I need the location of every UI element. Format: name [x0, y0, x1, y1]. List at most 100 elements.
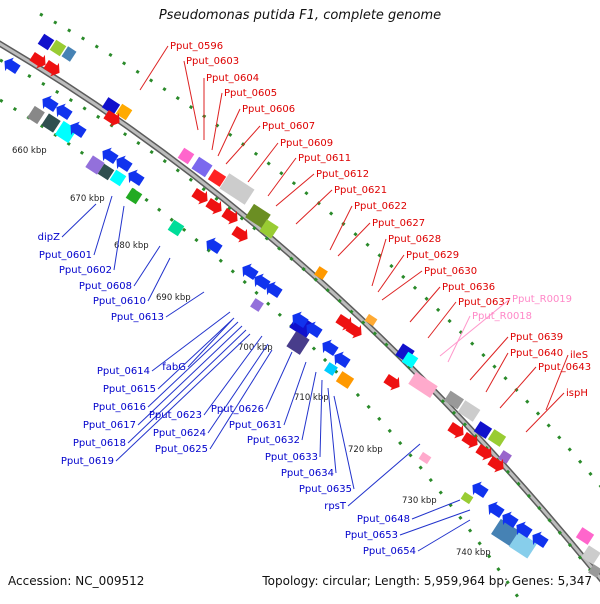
gene-box	[418, 451, 432, 465]
gene-box	[85, 155, 105, 175]
forward-gene-label: Pput_0639	[510, 332, 563, 343]
forward-gene-arrow	[43, 59, 60, 77]
forward-gene-arrow	[383, 373, 400, 391]
topology-summary: Topology: circular; Length: 5,959,964 bp…	[262, 574, 592, 588]
reverse-gene-arrow	[116, 155, 133, 173]
gene-box	[314, 266, 328, 280]
forward-gene-label: ispH	[566, 388, 588, 399]
gene-box	[457, 400, 481, 422]
scale-label: 720 kbp	[348, 445, 383, 455]
forward-gene-arrow	[475, 443, 492, 461]
reverse-gene-arrow	[266, 281, 283, 299]
forward-gene-label: Pput_0607	[262, 121, 315, 132]
forward-gene-label-leader	[275, 173, 315, 207]
gene-box	[286, 331, 310, 355]
forward-gene-arrow	[205, 197, 222, 215]
reverse-gene-label-leader	[147, 257, 171, 302]
reverse-gene-label-leader	[417, 519, 471, 552]
reverse-gene-label-leader	[147, 321, 239, 408]
gene-box	[250, 298, 264, 312]
forward-gene-label: Pput_0628	[388, 234, 441, 245]
reverse-gene-label: Pput_0614	[97, 366, 150, 377]
forward-gene-label-leader	[225, 125, 261, 165]
reverse-gene-label: Pput_0625	[155, 444, 208, 455]
reverse-gene-arrow	[70, 121, 87, 139]
forward-gene-label-leader	[217, 108, 241, 157]
gene-box	[207, 169, 227, 187]
forward-gene-label: Pput_0637	[458, 297, 511, 308]
reverse-gene-label-leader	[411, 499, 461, 520]
gene-box	[125, 187, 143, 205]
gene-box	[37, 33, 55, 51]
reverse-gene-label-leader	[157, 317, 235, 390]
reverse-gene-label-leader	[207, 343, 269, 434]
forward-gene-label-leader	[525, 392, 565, 433]
reverse-gene-label: Pput_0654	[363, 546, 416, 557]
reverse-gene-label-leader	[319, 379, 323, 458]
gene-box	[401, 351, 419, 369]
forward-gene-label: Pput_0629	[406, 250, 459, 261]
gene-box	[49, 39, 67, 57]
gene-box	[498, 450, 512, 464]
forward-gene-label-leader	[499, 366, 537, 409]
reverse-gene-label: Pput_0601	[39, 250, 92, 261]
scale-label: 660 kbp	[12, 146, 47, 156]
gene-box	[324, 362, 338, 376]
forward-gene-label-leader	[469, 336, 509, 381]
gene-box	[177, 147, 195, 165]
backbone	[0, 42, 600, 581]
forward-gene-label: Pput_0596	[170, 41, 223, 52]
gene-box	[408, 372, 438, 398]
forward-gene-label: Pput_0622	[354, 201, 407, 212]
forward-gene-label-leader	[211, 92, 223, 151]
forward-gene-label-leader	[485, 352, 509, 393]
forward-gene-label-leader	[295, 189, 333, 225]
forward-gene-label-leader	[267, 157, 297, 197]
reverse-gene-arrow	[472, 481, 489, 499]
reverse-gene-arrow	[292, 311, 309, 329]
gene-box	[575, 527, 595, 545]
forward-gene-label-leader	[247, 142, 279, 183]
forward-gene-label: Pput_0630	[424, 266, 477, 277]
scale-label: 710 kbp	[294, 393, 329, 403]
gene-box	[219, 173, 255, 205]
gene-box	[97, 163, 115, 181]
reverse-gene-label: Pput_0632	[247, 435, 300, 446]
scale-label: 700 kbp	[238, 343, 273, 353]
forward-gene-label: Pput_0611	[298, 153, 351, 164]
reverse-gene-label: Pput_0619	[61, 456, 114, 467]
inner-dotted-track	[0, 98, 522, 601]
forward-gene-arrow	[29, 51, 46, 69]
reverse-gene-arrow	[488, 501, 505, 519]
gene-box	[41, 113, 61, 133]
forward-gene-arrow	[191, 187, 208, 205]
reverse-gene-label: Pput_0648	[357, 514, 410, 525]
gene-box	[364, 313, 378, 327]
forward-gene-label-leader	[409, 286, 441, 323]
gene-box	[508, 531, 538, 559]
reverse-gene-arrow	[102, 147, 119, 165]
rna-gene-label-leader	[447, 315, 471, 363]
forward-gene-label: Pput_0612	[316, 169, 369, 180]
forward-gene-arrow	[345, 321, 362, 339]
reverse-gene-arrow	[532, 531, 549, 549]
forward-gene-label-leader	[371, 238, 387, 287]
reverse-gene-label-leader	[113, 205, 125, 271]
gene-box	[109, 169, 127, 187]
gene-box	[167, 219, 185, 237]
forward-gene-label-leader	[183, 60, 199, 131]
reverse-gene-label: Pput_0616	[93, 402, 146, 413]
reverse-gene-arrow	[306, 321, 323, 339]
rna-gene-label: Pput_R0019	[512, 294, 572, 305]
reverse-gene-label: Pput_0613	[111, 312, 164, 323]
reverse-gene-label: Pput_0624	[153, 428, 206, 439]
reverse-gene-label: Pput_0617	[83, 420, 136, 431]
reverse-gene-label-leader	[399, 509, 471, 536]
gene-box	[115, 103, 133, 121]
reverse-gene-arrow	[334, 351, 351, 369]
forward-gene-label-leader	[381, 270, 423, 301]
reverse-gene-label: Pput_0618	[73, 438, 126, 449]
reverse-gene-label: Pput_0631	[229, 420, 282, 431]
gene-box	[444, 390, 464, 410]
reverse-gene-label-leader	[61, 203, 97, 238]
